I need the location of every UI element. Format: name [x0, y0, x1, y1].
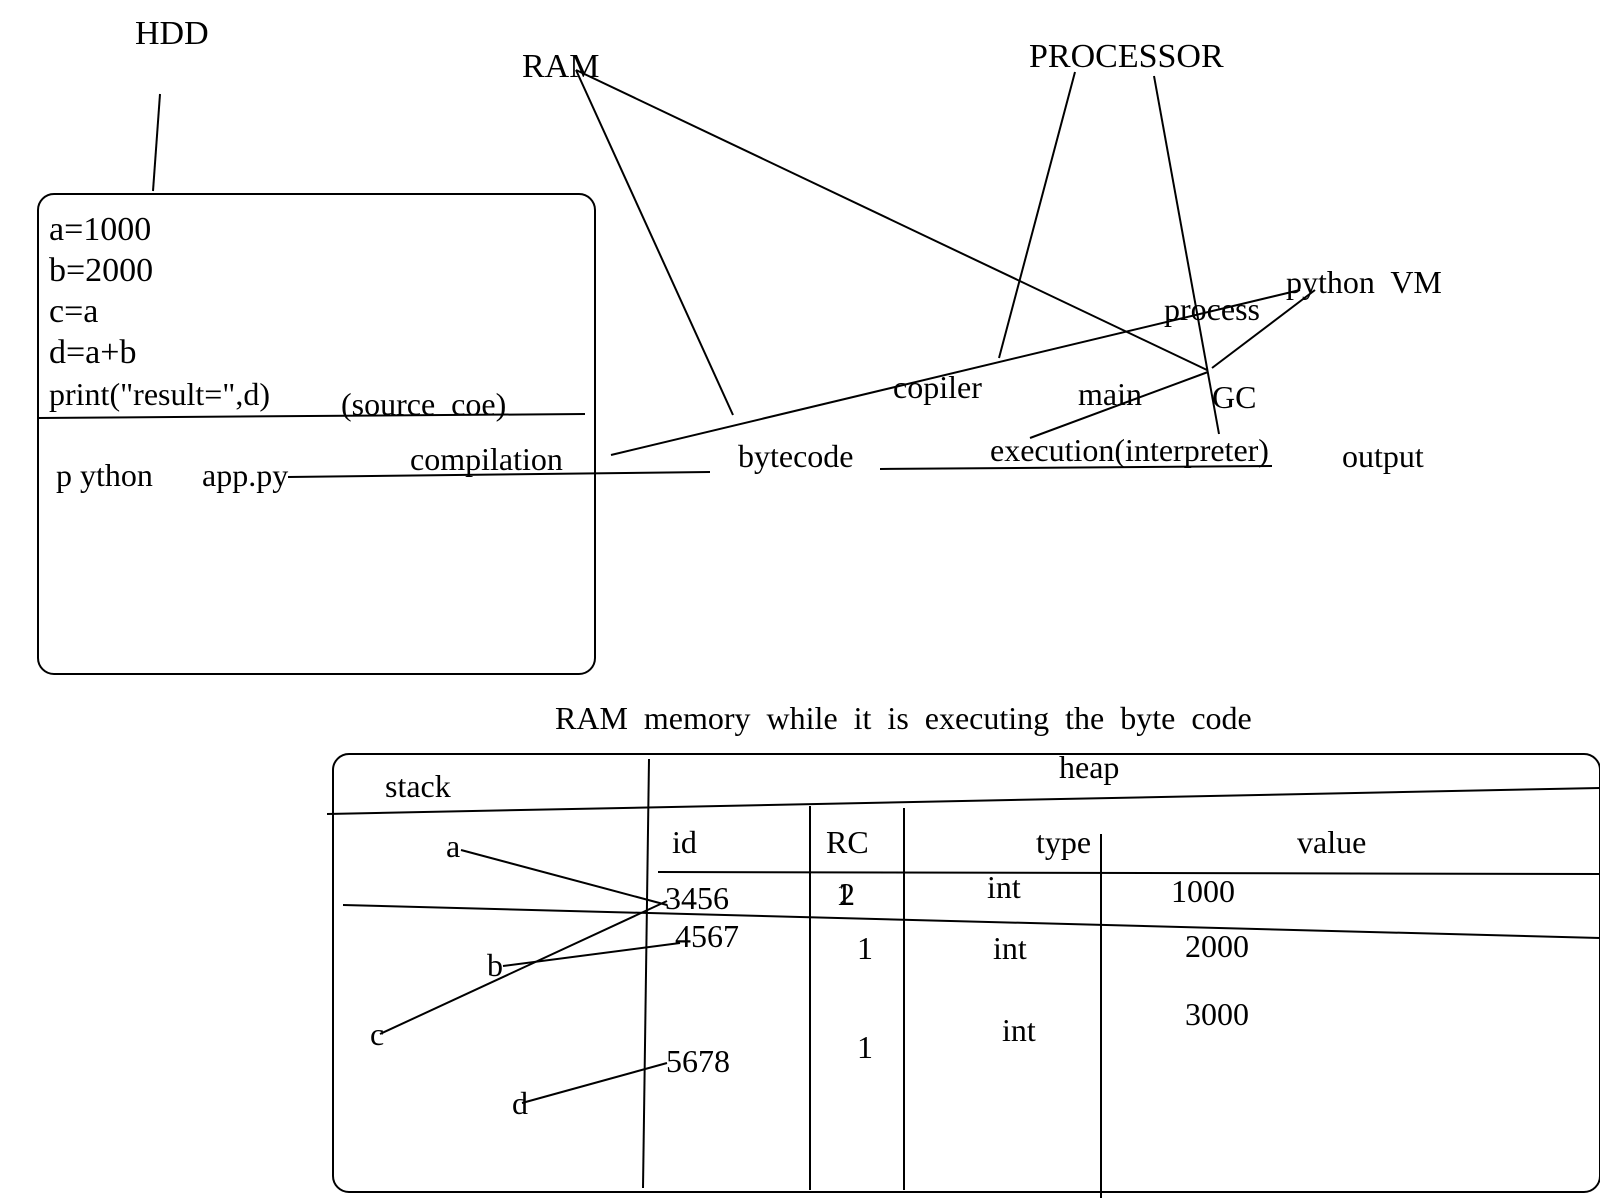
heap-label: heap	[1059, 749, 1120, 785]
heap-type-cell: int	[1002, 1012, 1036, 1048]
hdd-connector-line	[152, 93, 161, 192]
processor-to-compiler-line	[998, 71, 1076, 359]
processor-label: PROCESSOR	[1029, 38, 1224, 75]
row-crossing-line	[342, 904, 1600, 939]
python-vm-to-main-line	[1211, 289, 1316, 369]
code-line: c=a	[49, 293, 99, 330]
header-value: value	[1297, 824, 1367, 860]
heap-id-cell: 3456	[665, 880, 729, 916]
python-vm-label: python VM	[1286, 264, 1442, 300]
hdd-box	[37, 193, 596, 675]
heap-type-cell: int	[987, 869, 1021, 905]
memory-header-divider	[326, 787, 1600, 815]
heap-header-underline	[657, 871, 1600, 875]
source-divider-line	[37, 413, 586, 419]
pointer-a-to-3456	[460, 849, 668, 906]
gc-label: GC	[1212, 379, 1257, 415]
header-id: id	[672, 824, 697, 860]
ram-label: RAM	[522, 48, 600, 85]
heap-rc-cell: 1	[857, 1029, 873, 1065]
ram-to-python-vm-line	[575, 69, 1208, 371]
stack-label: stack	[385, 768, 451, 804]
code-line: print("result=",d)	[49, 376, 271, 412]
ram-to-bytecode-line	[575, 69, 734, 416]
header-type: type	[1036, 824, 1092, 860]
heap-rc-cell: 1	[857, 930, 873, 966]
compilation-to-python-vm-line	[610, 289, 1301, 456]
compilation-label: compilation	[410, 441, 563, 477]
stack-var-b: b	[487, 947, 503, 983]
main-to-execution-line	[1029, 371, 1209, 439]
bytecode-to-execution-line	[879, 465, 1273, 470]
stack-var-a: a	[446, 828, 461, 864]
hdd-label: HDD	[135, 15, 209, 52]
stack-var-c: c	[370, 1016, 385, 1052]
pointer-b-to-4567	[502, 942, 681, 967]
heap-type-cell: int	[993, 930, 1027, 966]
execution-label: execution(interpreter)	[990, 432, 1269, 468]
heap-value-cell: 1000	[1171, 873, 1235, 909]
command-python: p ython	[56, 457, 153, 493]
header-rc: RC	[826, 824, 869, 860]
output-label: output	[1342, 438, 1424, 474]
heap-value-cell: 3000	[1185, 996, 1249, 1032]
source-note: (source coe)	[341, 386, 507, 422]
processor-to-interpreter-line	[1153, 75, 1220, 435]
command-file: app.py	[202, 457, 289, 493]
pointer-d-to-5678	[521, 1062, 668, 1104]
compiler-label: copiler	[893, 369, 982, 405]
main-label: main	[1078, 376, 1142, 412]
heap-id-cell: 4567	[675, 918, 739, 954]
stack-heap-divider	[642, 758, 650, 1189]
bytecode-label: bytecode	[738, 438, 854, 474]
heap-id-cell: 5678	[666, 1043, 730, 1079]
ram-memory-box	[332, 753, 1600, 1193]
pointer-c-to-3456	[379, 900, 668, 1035]
process-label: process	[1164, 291, 1260, 327]
app-to-bytecode-line	[287, 471, 711, 478]
code-line: a=1000	[49, 211, 152, 248]
memory-title: RAM memory while it is executing the byt…	[555, 700, 1252, 736]
code-line: d=a+b	[49, 334, 137, 371]
code-line: b=2000	[49, 252, 154, 289]
heap-rc-cell: 2	[839, 876, 855, 912]
stack-var-d: d	[512, 1085, 528, 1121]
heap-rc-overwritten-cell: 1	[836, 876, 852, 912]
heap-value-cell: 2000	[1185, 928, 1249, 964]
